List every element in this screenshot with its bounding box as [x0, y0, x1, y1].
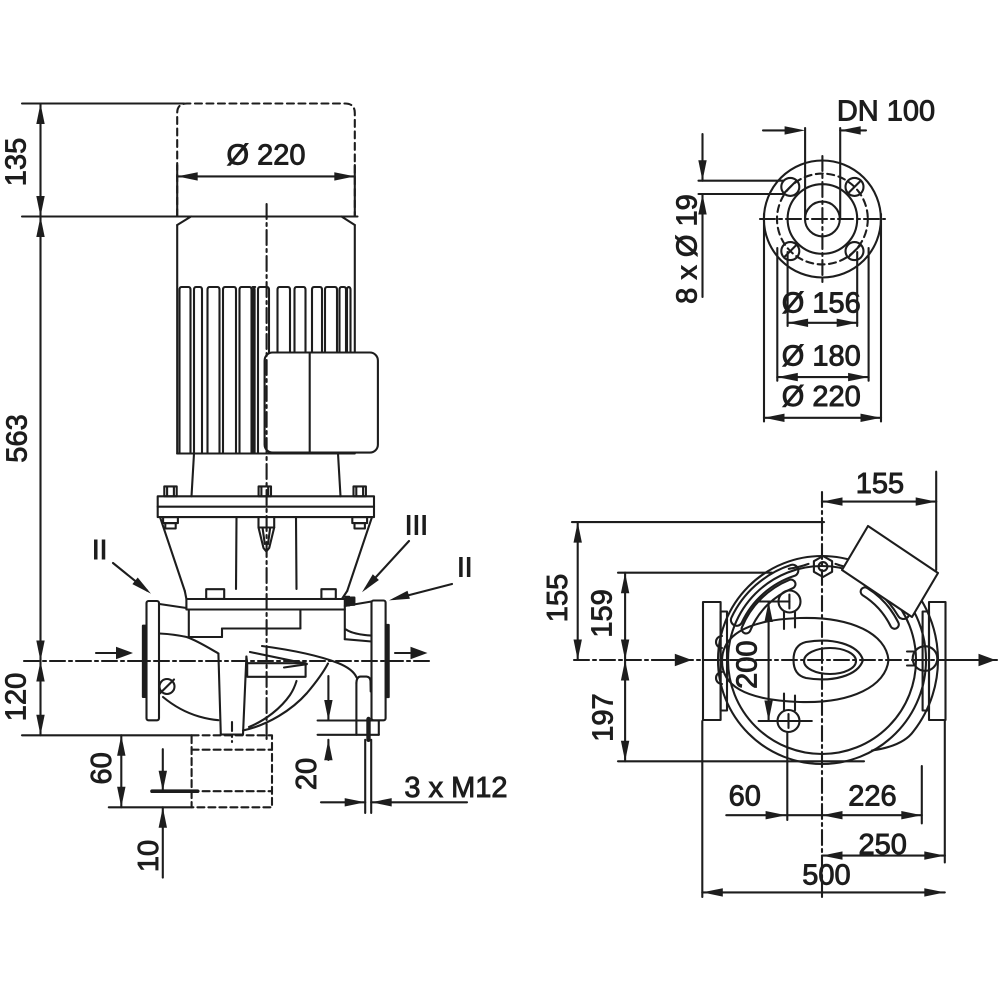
svg-text:Ø 156: Ø 156	[782, 288, 861, 320]
svg-text:III: III	[405, 510, 428, 541]
svg-text:II: II	[92, 534, 108, 565]
svg-text:Ø 220: Ø 220	[227, 139, 306, 171]
svg-text:60: 60	[729, 781, 761, 813]
svg-text:20: 20	[291, 758, 323, 790]
svg-text:120: 120	[1, 673, 33, 721]
svg-text:DN 100: DN 100	[837, 96, 935, 128]
svg-text:500: 500	[802, 860, 850, 892]
svg-text:197: 197	[588, 693, 620, 741]
svg-text:200: 200	[732, 641, 764, 689]
svg-text:563: 563	[2, 414, 34, 462]
svg-text:60: 60	[86, 752, 118, 784]
svg-text:3 x M12: 3 x M12	[404, 772, 507, 804]
svg-text:Ø 220: Ø 220	[782, 381, 861, 413]
svg-text:8 x Ø 19: 8 x Ø 19	[672, 194, 704, 304]
svg-text:155: 155	[856, 468, 904, 500]
svg-text:135: 135	[1, 138, 33, 186]
svg-text:Ø 180: Ø 180	[782, 341, 861, 373]
svg-text:250: 250	[859, 829, 907, 861]
svg-text:II: II	[457, 551, 473, 582]
svg-text:226: 226	[848, 781, 896, 813]
svg-text:10: 10	[133, 840, 165, 872]
svg-text:159: 159	[587, 589, 619, 637]
svg-text:155: 155	[542, 574, 574, 622]
